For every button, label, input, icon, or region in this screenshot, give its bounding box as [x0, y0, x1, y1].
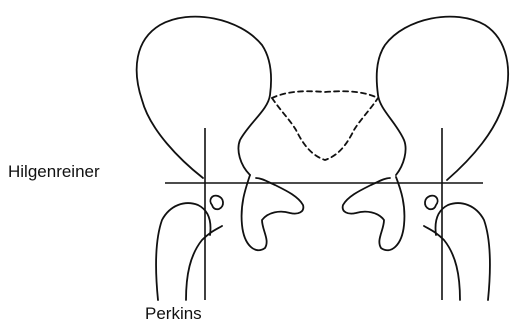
left-iliac-wing: [137, 17, 271, 178]
sacrum-upper: [272, 91, 378, 98]
right-obturator: [425, 196, 438, 210]
left-ischium: [242, 175, 304, 250]
left-femur-inner: [186, 226, 222, 300]
hilgenreiner-label: Hilgenreiner: [8, 163, 100, 180]
right-ischium: [343, 177, 405, 250]
left-femur-outer: [156, 203, 210, 300]
perkins-label: Perkins: [145, 305, 202, 322]
left-obturator: [210, 196, 223, 210]
right-femur-outer: [436, 203, 490, 300]
sacrum: [272, 98, 378, 160]
